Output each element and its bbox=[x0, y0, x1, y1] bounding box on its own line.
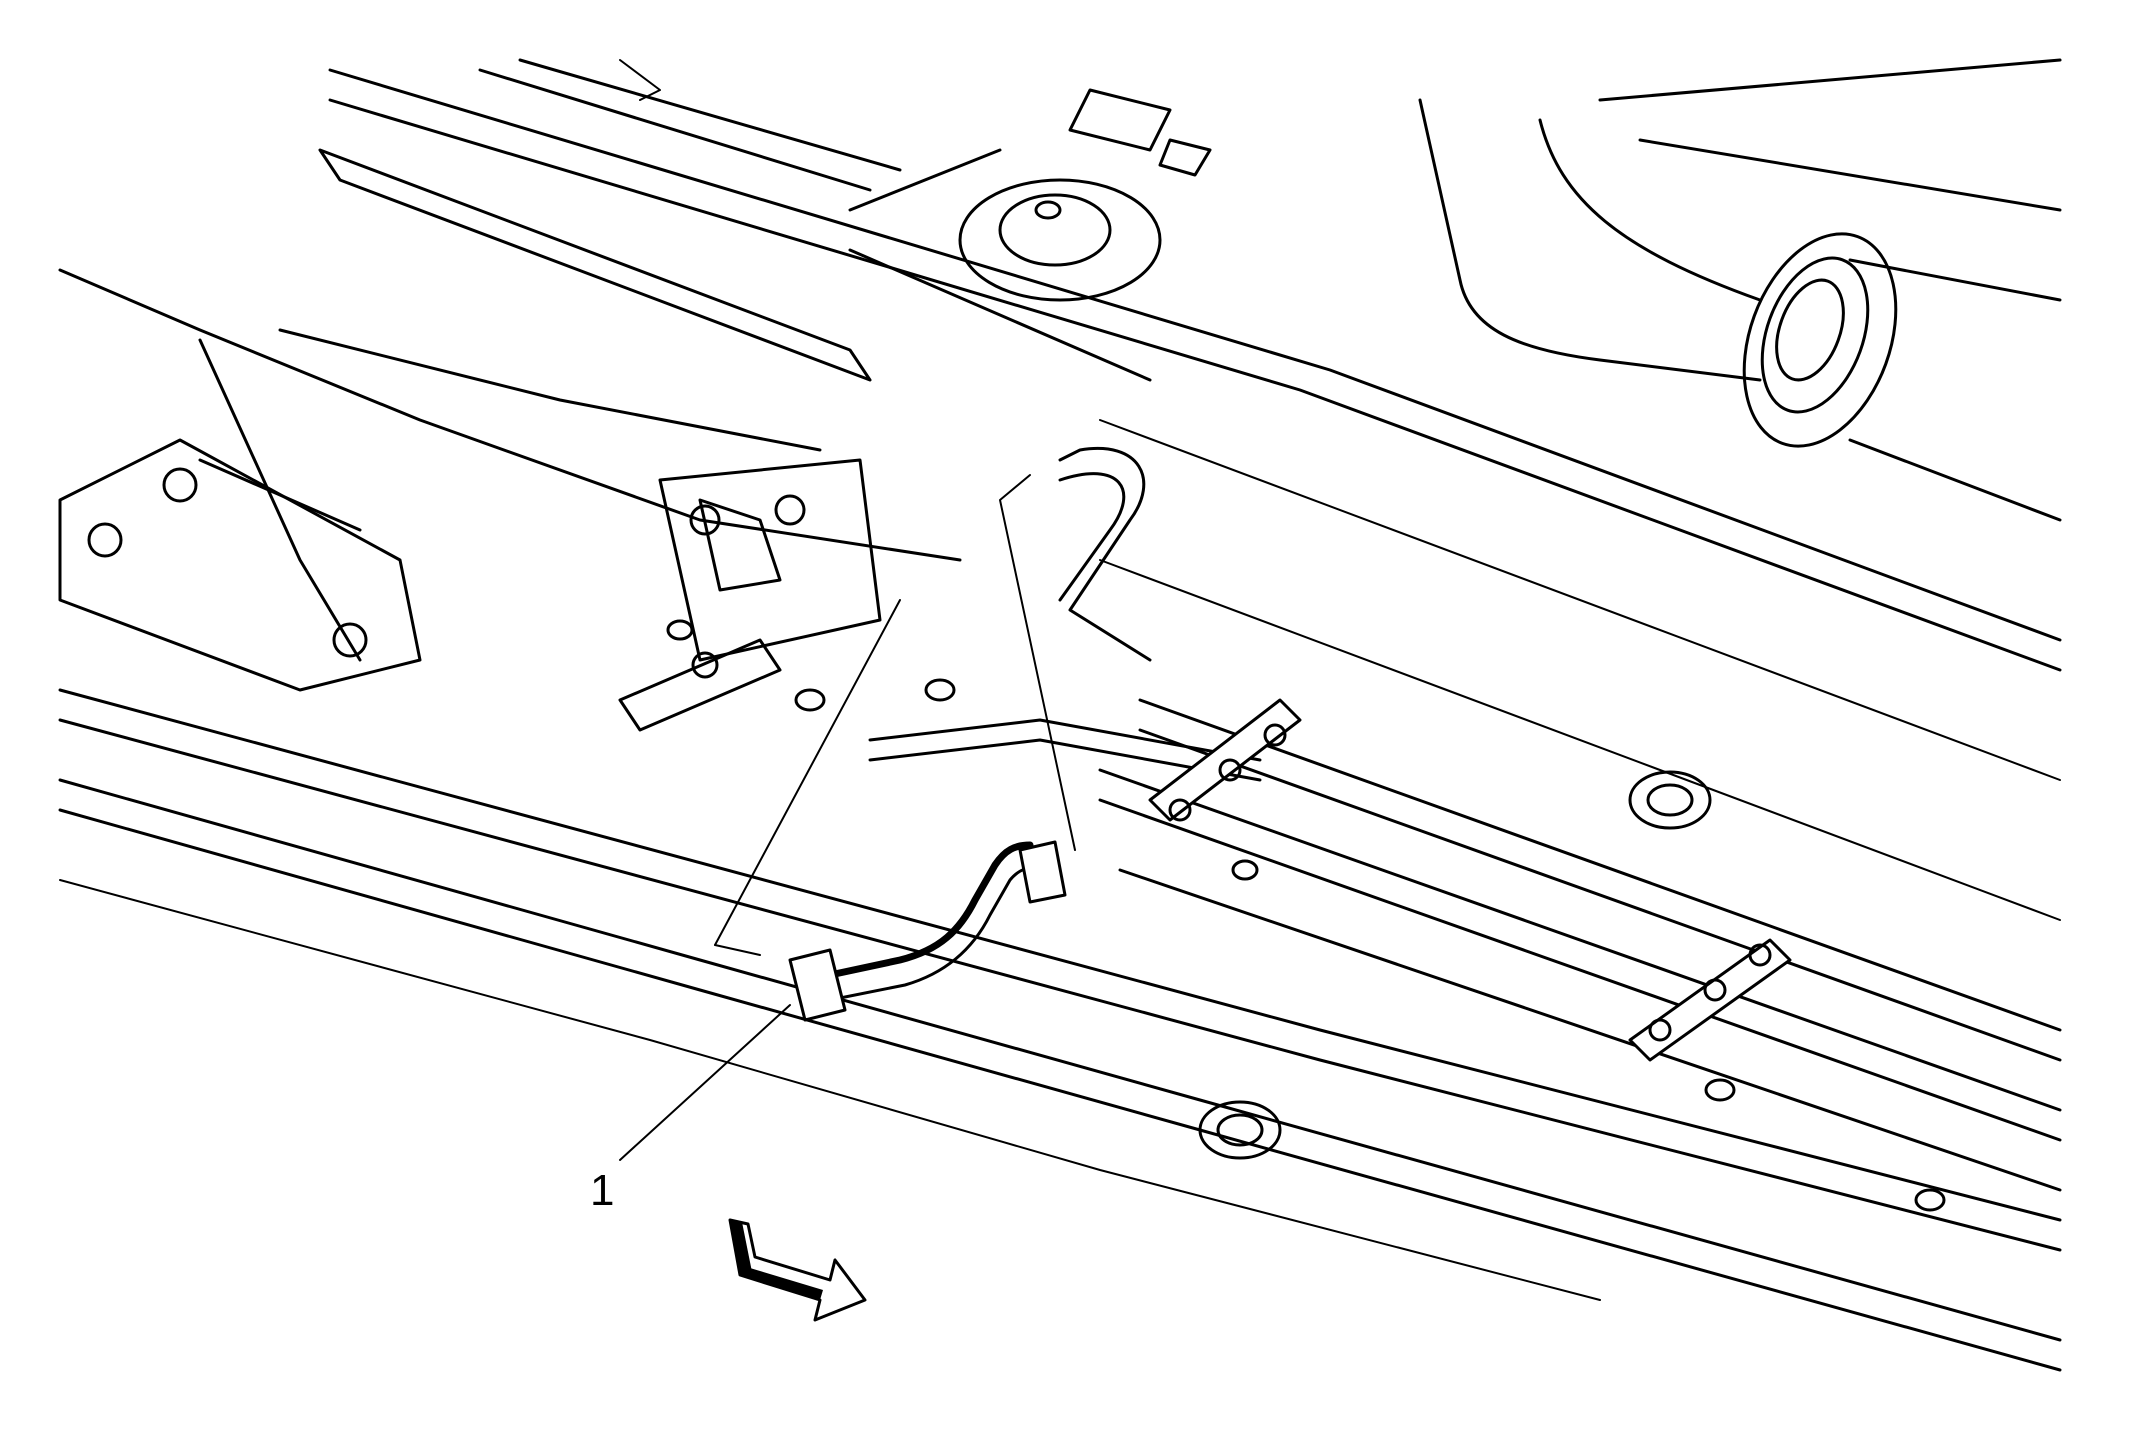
exhaust-muffler bbox=[1418, 58, 2062, 522]
rear-ribs bbox=[318, 58, 1212, 382]
line-bracket-2 bbox=[1628, 938, 1792, 1062]
callout-1: 1 bbox=[590, 1004, 791, 1215]
floor-pan bbox=[58, 68, 2062, 1372]
front-direction-arrow-icon bbox=[728, 1218, 867, 1322]
line-bracket-1 bbox=[1148, 698, 1302, 822]
spring-seat bbox=[848, 148, 1162, 382]
floor-grommets bbox=[666, 619, 1946, 1212]
callout-1-label: 1 bbox=[590, 1166, 614, 1215]
detail-frame bbox=[714, 474, 1076, 956]
callout-1-leader bbox=[619, 1004, 791, 1161]
fuel-tank-frame bbox=[58, 268, 962, 692]
fuel-hose-assembly bbox=[788, 840, 1067, 1022]
fuel-lines bbox=[868, 447, 1262, 782]
fuel-pump-module bbox=[618, 458, 882, 732]
